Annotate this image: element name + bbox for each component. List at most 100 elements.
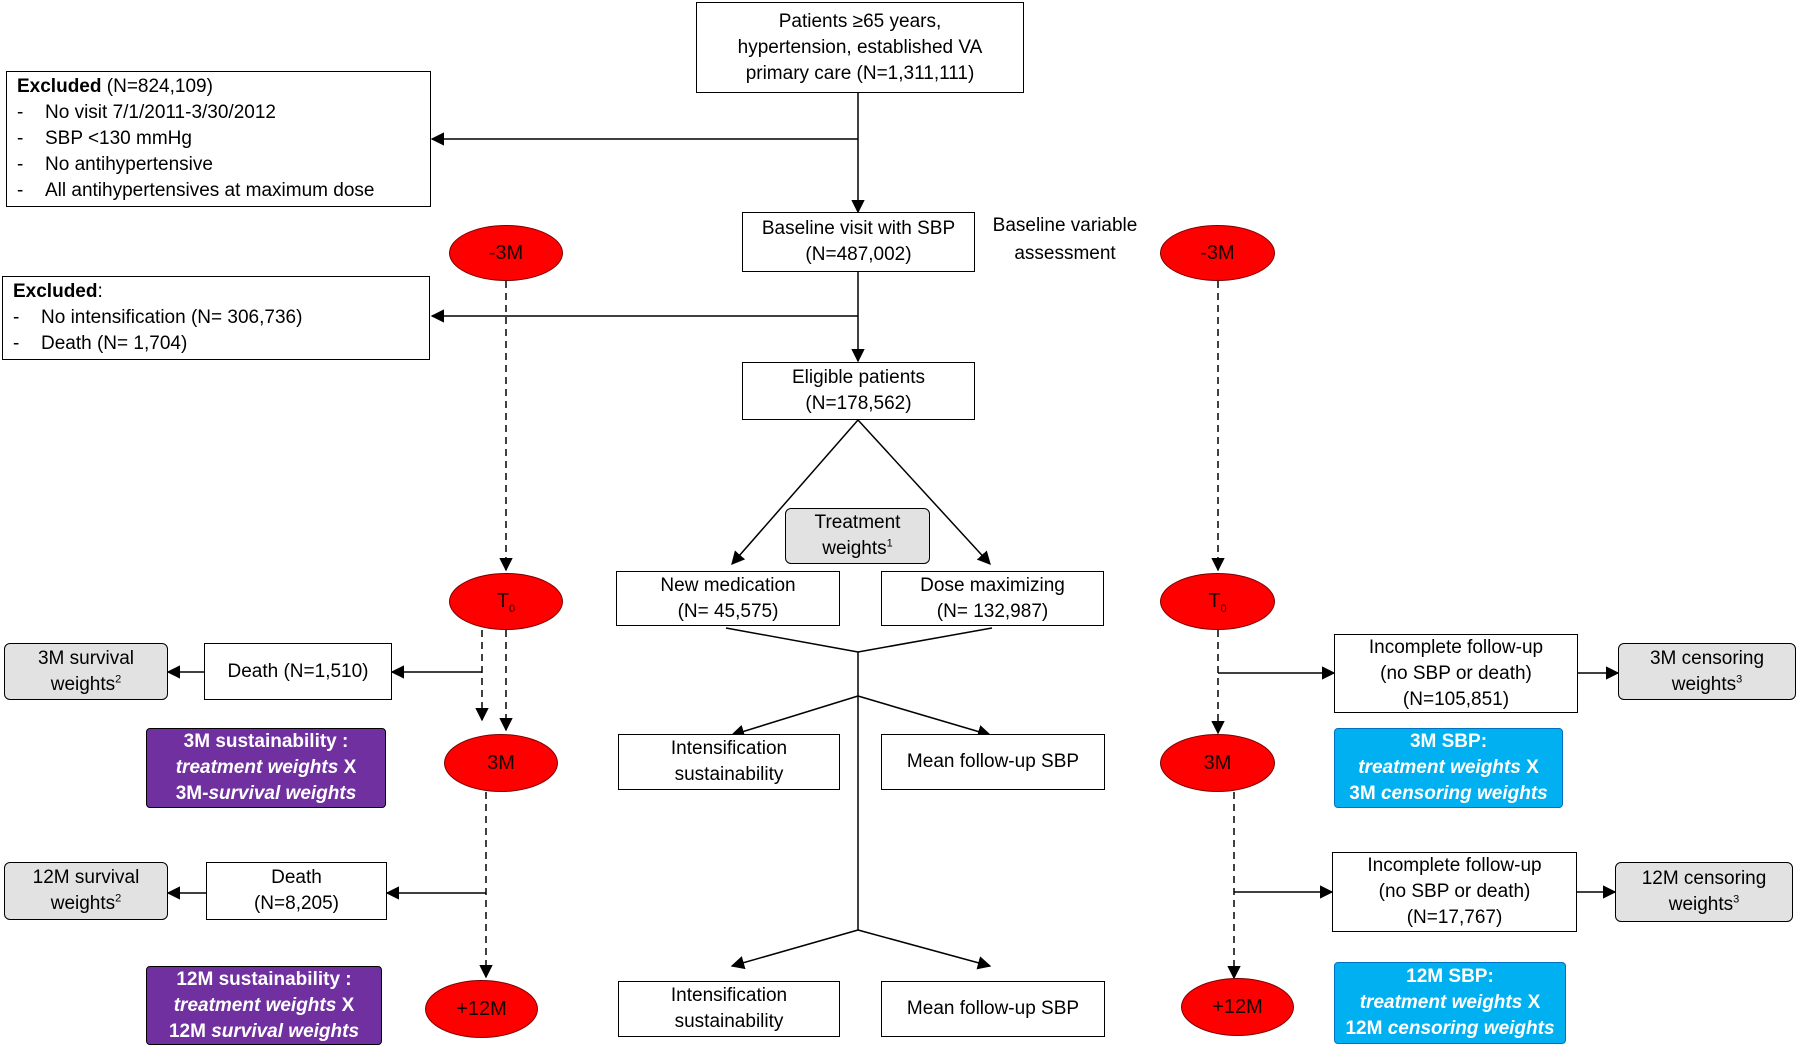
baseline-note-line1: Baseline variable bbox=[992, 215, 1138, 236]
exclusion-box-2-header: Excluded: bbox=[13, 279, 419, 305]
timepoint-label: +12M bbox=[456, 997, 507, 1020]
sustainability-3m-line2: sustainability bbox=[674, 764, 784, 785]
mean-followup-sbp-3m-box: Mean follow-up SBP bbox=[881, 734, 1105, 790]
timepoint-minus-3m-right: -3M bbox=[1160, 225, 1275, 281]
sbp-3m-line2b: X bbox=[1520, 757, 1539, 778]
baseline-visit-line1: Baseline visit with SBP bbox=[761, 218, 956, 239]
treatment-weights-line2-wrap: weights1 bbox=[822, 536, 893, 562]
baseline-note-line2: assessment bbox=[1014, 243, 1116, 264]
death-3m-label: Death (N=1,510) bbox=[227, 660, 369, 682]
censoring-12m-line2: weights bbox=[1668, 894, 1734, 915]
exclusion-box-2-colon: : bbox=[97, 281, 103, 302]
dose-maximizing-line2: (N= 132,987) bbox=[936, 600, 1049, 622]
survival-12m-line1: 12M survival bbox=[32, 867, 140, 888]
censoring-3m-line2-wrap: weights3 bbox=[1672, 672, 1743, 698]
survival-weights-12m-box: 12M survival weights2 bbox=[4, 862, 168, 920]
treatment-weights-box: Treatment weights1 bbox=[785, 508, 930, 564]
sust-3m-line1: 3M sustainability : bbox=[183, 731, 349, 752]
new-medication-line2: (N= 45,575) bbox=[677, 600, 779, 622]
timepoint-label: 3M bbox=[1203, 751, 1232, 774]
survival-3m-line2-wrap: weights2 bbox=[51, 672, 122, 698]
intensification-sustainability-12m-box: Intensification sustainability bbox=[618, 981, 840, 1037]
timepoint-label: T bbox=[496, 590, 510, 612]
sust-3m-line2a: treatment weights bbox=[175, 757, 339, 778]
sust-12m-line2a: treatment weights bbox=[173, 994, 337, 1016]
footnote-marker: 3 bbox=[1736, 673, 1743, 686]
timepoint-subscript: 0 bbox=[1220, 603, 1227, 615]
exclusion-1-item: All antihypertensives at maximum dose bbox=[17, 178, 420, 204]
sbp-12m-line3: 12M censoring weights bbox=[1345, 1016, 1554, 1042]
sust-12m-line1: 12M sustainability : bbox=[176, 968, 352, 990]
exclusion-box-1-count: (N=824,109) bbox=[106, 76, 213, 97]
censoring-12m-line1: 12M censoring bbox=[1641, 868, 1767, 889]
timepoint-plus-12m-right: +12M bbox=[1181, 978, 1294, 1036]
timepoint-label: +12M bbox=[1212, 995, 1263, 1018]
sbp-12m-weighting-box: 12M SBP: treatment weights X 12M censori… bbox=[1334, 962, 1566, 1044]
survival-weights-3m-box: 3M survival weights2 bbox=[4, 643, 168, 700]
sust-3m-line2b: X bbox=[338, 757, 357, 778]
timepoint-t0-right: T0 bbox=[1160, 573, 1275, 630]
incomplete-followup-12m-box: Incomplete follow-up (no SBP or death) (… bbox=[1332, 852, 1577, 932]
new-medication-box: New medication (N= 45,575) bbox=[616, 571, 840, 626]
timepoint-label: -3M bbox=[488, 241, 524, 264]
exclusion-box-1-header: Excluded (N=824,109) bbox=[17, 74, 420, 100]
sbp-3m-line2a: treatment weights bbox=[1358, 757, 1521, 778]
sust-12m-line2: treatment weights X bbox=[174, 993, 355, 1019]
treatment-weights-line2: weights bbox=[822, 538, 887, 559]
sust-12m-line3b: survival weights bbox=[211, 1020, 360, 1042]
exclusion-box-2: Excluded: No intensification (N= 306,736… bbox=[2, 276, 430, 360]
timepoint-label: -3M bbox=[1200, 241, 1235, 264]
exclusion-box-1-title: Excluded bbox=[17, 76, 102, 97]
sbp-3m-weighting-box: 3M SBP: treatment weights X 3M censoring… bbox=[1334, 728, 1563, 808]
sust-12m-line3: 12M survival weights bbox=[169, 1019, 359, 1045]
exclusion-2-item: No intensification (N= 306,736) bbox=[13, 305, 419, 331]
exclusion-box-1: Excluded (N=824,109) No visit 7/1/2011-3… bbox=[6, 71, 431, 207]
survival-12m-line2: weights bbox=[50, 893, 116, 914]
timepoint-label: T bbox=[1208, 590, 1221, 612]
censoring-3m-line2: weights bbox=[1671, 673, 1737, 695]
source-population-box: Patients ≥65 years, hypertension, establ… bbox=[696, 2, 1024, 93]
sust-12m-line3a: 12M bbox=[168, 1020, 212, 1042]
death-12m-box: Death (N=8,205) bbox=[206, 862, 387, 920]
sustainability-12m-weighting-box: 12M sustainability : treatment weights X… bbox=[146, 966, 382, 1045]
survival-12m-line2-wrap: weights2 bbox=[51, 891, 122, 917]
sbp-3m-line1: 3M SBP: bbox=[1409, 731, 1488, 752]
death-12m-line1: Death bbox=[271, 867, 322, 888]
incomplete-followup-3m-box: Incomplete follow-up (no SBP or death) (… bbox=[1334, 634, 1578, 713]
exclusion-2-item: Death (N= 1,704) bbox=[13, 331, 419, 357]
timepoint-t0-wrap: T0 bbox=[496, 590, 515, 615]
incomplete-12m-line2: (no SBP or death) bbox=[1378, 881, 1531, 902]
sustainability-3m-line1: Intensification bbox=[670, 738, 788, 759]
incomplete-3m-line1: Incomplete follow-up bbox=[1368, 636, 1544, 658]
footnote-marker: 2 bbox=[115, 892, 122, 905]
exclusion-1-item: No antihypertensive bbox=[17, 152, 420, 178]
footnote-marker: 3 bbox=[1733, 893, 1740, 906]
censoring-weights-12m-box: 12M censoring weights3 bbox=[1615, 862, 1793, 922]
censoring-3m-line1: 3M censoring bbox=[1649, 647, 1765, 669]
sust-12m-line2b: X bbox=[336, 994, 355, 1016]
eligible-line2: (N=178,562) bbox=[805, 393, 912, 414]
source-population-line2: hypertension, established VA bbox=[737, 36, 983, 58]
mean-followup-sbp-12m-box: Mean follow-up SBP bbox=[881, 981, 1105, 1037]
incomplete-12m-line1: Incomplete follow-up bbox=[1367, 855, 1542, 876]
sust-3m-line2: treatment weights X bbox=[176, 755, 357, 781]
source-population-line1: Patients ≥65 years, bbox=[778, 10, 942, 32]
dose-maximizing-box: Dose maximizing (N= 132,987) bbox=[881, 571, 1104, 626]
survival-3m-line2: weights bbox=[50, 673, 116, 695]
incomplete-12m-line3: (N=17,767) bbox=[1406, 907, 1503, 928]
eligible-line1: Eligible patients bbox=[791, 367, 926, 388]
sustainability-12m-line1: Intensification bbox=[670, 985, 788, 1006]
sbp-3m-line2: treatment weights X bbox=[1358, 755, 1539, 781]
sbp-12m-line3b: censoring weights bbox=[1387, 1018, 1555, 1039]
timepoint-t0-wrap: T0 bbox=[1208, 590, 1227, 615]
mean-sbp-12m-label: Mean follow-up SBP bbox=[906, 998, 1080, 1019]
baseline-visit-box: Baseline visit with SBP (N=487,002) bbox=[742, 212, 975, 272]
sustainability-3m-weighting-box: 3M sustainability : treatment weights X … bbox=[146, 728, 386, 808]
censoring-weights-3m-box: 3M censoring weights3 bbox=[1618, 643, 1796, 700]
sbp-12m-line2: treatment weights X bbox=[1360, 990, 1541, 1016]
intensification-sustainability-3m-box: Intensification sustainability bbox=[618, 734, 840, 790]
new-medication-line1: New medication bbox=[660, 574, 796, 596]
exclusion-box-2-title: Excluded bbox=[13, 281, 98, 302]
sbp-3m-line3: 3M censoring weights bbox=[1349, 781, 1548, 807]
source-population-line3: primary care (N=1,311,111) bbox=[745, 62, 975, 84]
